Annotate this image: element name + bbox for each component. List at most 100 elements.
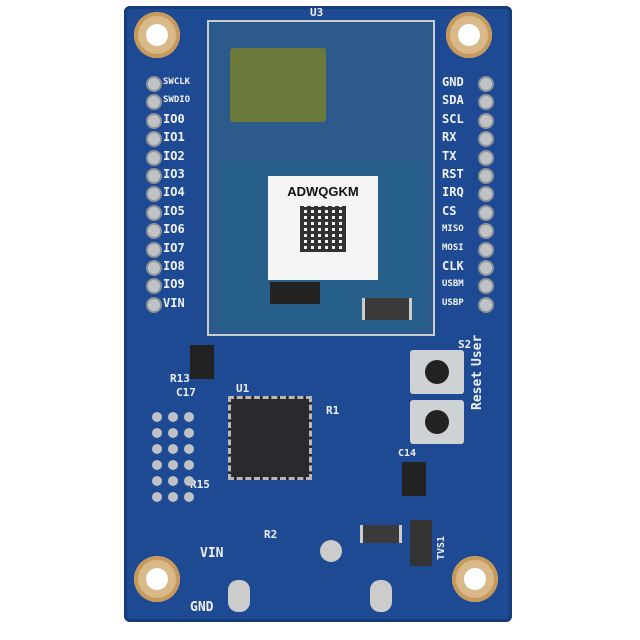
header-pin bbox=[152, 476, 162, 486]
header-pin bbox=[478, 76, 494, 92]
component bbox=[360, 525, 402, 543]
header-pin bbox=[146, 204, 162, 221]
header-pin bbox=[146, 223, 162, 240]
header-pin bbox=[146, 278, 162, 295]
pin-label: SWDIO bbox=[163, 95, 191, 106]
header-pin bbox=[184, 476, 194, 486]
pin-label: IO7 bbox=[163, 240, 185, 255]
header-pin bbox=[146, 112, 162, 129]
pin-label: RST bbox=[442, 167, 464, 181]
component bbox=[190, 345, 214, 379]
header-pin bbox=[478, 241, 494, 258]
header-pin bbox=[146, 94, 162, 111]
component-ref: C17 bbox=[176, 386, 196, 399]
pin-label: IO4 bbox=[163, 185, 185, 200]
reset-button[interactable] bbox=[410, 350, 464, 394]
header-pin bbox=[478, 296, 494, 313]
vin-label: VIN bbox=[200, 546, 224, 561]
pin-label: MOSI bbox=[442, 242, 464, 253]
header-pin bbox=[478, 278, 494, 295]
header-pin bbox=[478, 112, 494, 129]
component-ref: R1 bbox=[326, 404, 340, 417]
pin-label: IO8 bbox=[163, 259, 185, 273]
pin-label: IO0 bbox=[163, 111, 185, 126]
pin-label: IRQ bbox=[442, 185, 464, 200]
user-button[interactable] bbox=[410, 400, 464, 444]
header-pin bbox=[184, 412, 194, 422]
rf-shield bbox=[230, 48, 326, 122]
component bbox=[362, 298, 412, 320]
header-pin bbox=[146, 76, 162, 92]
header-pin bbox=[184, 444, 194, 454]
pin-label: VIN bbox=[163, 295, 185, 310]
component bbox=[270, 282, 320, 304]
test-pad bbox=[320, 540, 342, 562]
pin-label: IO5 bbox=[163, 203, 185, 218]
header-pin bbox=[152, 428, 162, 438]
component-ref: R2 bbox=[264, 528, 278, 541]
header-pin bbox=[146, 168, 162, 184]
pin-label: TX bbox=[442, 148, 457, 163]
pin-label: SWCLK bbox=[163, 77, 191, 87]
header-pin bbox=[146, 149, 162, 166]
pin-label: GND bbox=[442, 75, 464, 89]
usb-pad bbox=[370, 580, 392, 612]
pin-label: MISO bbox=[442, 224, 464, 235]
pin-label: IO2 bbox=[163, 148, 185, 163]
component-ref: C14 bbox=[398, 448, 417, 459]
mounting-hole bbox=[452, 556, 498, 602]
pin-label: SCL bbox=[442, 111, 464, 126]
pin-label: USBP bbox=[442, 297, 464, 308]
usb-pad bbox=[228, 580, 250, 612]
pin-label: RX bbox=[442, 130, 457, 145]
header-pin bbox=[478, 131, 494, 148]
header-pin bbox=[152, 492, 162, 502]
mounting-hole bbox=[134, 12, 180, 58]
header-pin bbox=[478, 223, 494, 240]
mounting-hole bbox=[134, 556, 180, 602]
header-pin bbox=[478, 168, 494, 184]
header-pin bbox=[168, 492, 178, 502]
header-pin bbox=[146, 241, 162, 258]
header-pin bbox=[184, 428, 194, 438]
module-label: ADWQGKM bbox=[268, 176, 378, 280]
chip-ref: U1 bbox=[236, 382, 250, 395]
header-pin bbox=[184, 492, 194, 502]
module-label-text: ADWQGKM bbox=[287, 184, 359, 199]
header-pin bbox=[478, 186, 494, 203]
header-pin bbox=[146, 131, 162, 148]
component-ref: R13 bbox=[170, 372, 190, 385]
pin-label: SDA bbox=[442, 93, 464, 108]
component-ref: R15 bbox=[190, 478, 210, 491]
header-pin bbox=[146, 186, 162, 203]
header-pin bbox=[478, 260, 494, 276]
gnd-label: GND bbox=[190, 600, 214, 615]
pin-label: IO1 bbox=[163, 130, 185, 145]
header-pin bbox=[146, 260, 162, 276]
reset-label: Reset bbox=[470, 370, 485, 410]
header-pin bbox=[152, 460, 162, 470]
header-pin bbox=[184, 460, 194, 470]
mcu-chip bbox=[228, 396, 312, 480]
pin-label: IO9 bbox=[163, 277, 185, 292]
header-pin bbox=[478, 149, 494, 166]
header-pin bbox=[146, 296, 162, 313]
qr-code bbox=[300, 206, 346, 252]
module-ref: U3 bbox=[310, 6, 324, 19]
pin-label: CLK bbox=[442, 259, 464, 273]
mounting-hole bbox=[446, 12, 492, 58]
pin-label: CS bbox=[442, 203, 457, 218]
pin-label: IO6 bbox=[163, 222, 185, 237]
header-pin bbox=[478, 204, 494, 221]
header-pin bbox=[152, 444, 162, 454]
header-pin bbox=[168, 476, 178, 486]
button-ref: S2 bbox=[458, 338, 472, 351]
header-pin bbox=[168, 460, 178, 470]
header-pin bbox=[152, 412, 162, 422]
component bbox=[410, 520, 432, 566]
user-label: User bbox=[470, 334, 485, 366]
header-pin bbox=[168, 412, 178, 422]
component bbox=[402, 462, 426, 496]
header-pin bbox=[168, 428, 178, 438]
component-ref: TVS1 bbox=[436, 535, 447, 560]
